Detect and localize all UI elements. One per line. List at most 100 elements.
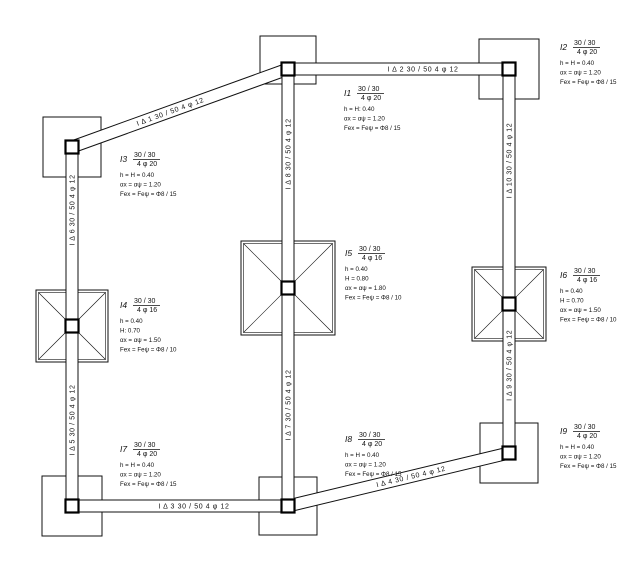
beam-label: Ι Δ 3 30 / 50 4 φ 12 xyxy=(158,503,229,510)
columns xyxy=(64,61,517,514)
column-bars: 4 φ 16 xyxy=(577,277,597,284)
beam-body xyxy=(282,69,294,288)
beam-label: Ι Δ 6 30 / 50 4 φ 12 xyxy=(69,174,76,245)
column-spec-line: αx = αψ = 1.20 xyxy=(120,182,161,189)
column-spec-line: h = 0.40 xyxy=(120,318,143,325)
column-mark: I6 xyxy=(560,270,567,280)
beam-ld3 xyxy=(72,499,288,513)
column-I1 xyxy=(280,61,296,77)
column-spec-line: H: 0.70 xyxy=(120,328,141,335)
beam-body xyxy=(286,447,511,512)
beam-label: Ι Δ 5 30 / 50 4 φ 12 xyxy=(69,385,76,456)
column-I3 xyxy=(64,139,80,155)
beam-ld10 xyxy=(502,69,516,304)
column-I4 xyxy=(64,318,80,334)
beam-label: Ι Δ 1 30 / 50 4 φ 12 xyxy=(136,97,205,128)
column-spec-line: Fex = Feψ = Φ8 / 15 xyxy=(120,191,177,198)
column-spec-line: αx = αψ = 1.50 xyxy=(120,337,161,344)
column-spec-line: Fex = Feψ = Φ8 / 15 xyxy=(344,125,401,132)
column-spec-line: αx = αψ = 1.20 xyxy=(560,454,601,461)
beam-edge xyxy=(69,62,287,142)
column-spec-line: αx = αψ = 1.20 xyxy=(560,70,601,77)
beam-ld8 xyxy=(281,69,295,288)
beam-label: Ι Δ 9 30 / 50 4 φ 12 xyxy=(506,330,513,401)
beam-label: Ι Δ 8 30 / 50 4 φ 12 xyxy=(285,118,292,189)
beam-ld7 xyxy=(281,288,295,506)
beam-ld9 xyxy=(502,304,516,453)
beam-body xyxy=(66,326,78,506)
column-spec-line: h = 0.40 xyxy=(560,288,583,295)
beam-ld6 xyxy=(65,147,79,326)
column-spec-line: Fex = Feψ = Φ8 / 15 xyxy=(560,79,617,86)
column-spec-line: αx = αψ = 1.20 xyxy=(345,462,386,469)
beam-label: Ι Δ 2 30 / 50 4 φ 12 xyxy=(387,66,458,73)
column-mark: I7 xyxy=(120,444,127,454)
column-bars: 4 φ 20 xyxy=(361,95,381,102)
column-spec-line: H = 0.80 xyxy=(345,276,369,283)
beam-ld1 xyxy=(69,62,291,154)
beam-body xyxy=(282,288,294,506)
column-spec-line: αx = αψ = 1.50 xyxy=(560,307,601,314)
column-spec-line: αx = αψ = 1.80 xyxy=(345,285,386,292)
column-mark: I1 xyxy=(344,88,351,98)
column-I5 xyxy=(280,280,296,296)
column-spec-line: h = H = 0.40 xyxy=(345,452,380,459)
column-mark: I2 xyxy=(560,42,567,52)
column-annotation-I5: I5 30 / 30 4 φ 16 h = 0.40 H = 0.80 αx = αψ =… xyxy=(345,246,402,302)
beam-body xyxy=(288,63,509,75)
column-I2 xyxy=(501,61,517,77)
column-spec-line: Fex = Feψ = Φ8 / 10 xyxy=(120,347,177,354)
column-I8 xyxy=(280,498,296,514)
column-I9 xyxy=(501,445,517,461)
column-mark: I8 xyxy=(345,434,352,444)
column-bars: 4 φ 16 xyxy=(362,255,382,262)
beam-ld2 xyxy=(288,62,509,76)
column-bars: 4 φ 16 xyxy=(137,307,157,314)
column-annotation-I2: I2 30 / 30 4 φ 20 h = H = 0.40 αx = αψ = 1.2… xyxy=(560,40,617,86)
column-section: 30 / 30 xyxy=(358,86,380,93)
column-bars: 4 φ 20 xyxy=(577,433,597,440)
column-I7 xyxy=(64,498,80,514)
beam-edge xyxy=(289,458,511,513)
column-spec-line: h = H: 0.40 xyxy=(344,106,375,113)
column-section: 30 / 30 xyxy=(134,152,156,159)
beam-label: Ι Δ 10 30 / 50 4 φ 12 xyxy=(506,123,513,199)
column-spec-line: Fex = Feψ = Φ8 / 15 xyxy=(560,463,617,470)
column-spec-line: Fex = Feψ = Φ8 / 15 xyxy=(345,471,402,478)
column-spec-line: h = H = 0.40 xyxy=(120,462,155,469)
beam-label: Ι Δ 7 30 / 50 4 φ 12 xyxy=(285,370,292,441)
column-mark: I3 xyxy=(120,154,127,164)
beam-body xyxy=(69,63,291,153)
column-section: 30 / 30 xyxy=(359,246,381,253)
beam-edge xyxy=(286,446,508,501)
column-spec-line: Fex = Feψ = Φ8 / 10 xyxy=(345,295,402,302)
column-spec-line: Fex = Feψ = Φ8 / 15 xyxy=(120,481,177,488)
column-section: 30 / 30 xyxy=(574,424,596,431)
column-spec-line: h = H = 0.40 xyxy=(560,60,595,67)
beam-body xyxy=(503,304,515,453)
beam-edge xyxy=(73,74,291,154)
annotations: Ι Δ 1 30 / 50 4 φ 12 Ι Δ 2 30 / 50 4 φ 12… xyxy=(69,40,617,510)
column-mark: I4 xyxy=(120,300,127,310)
column-bars: 4 φ 20 xyxy=(137,451,157,458)
column-bars: 4 φ 20 xyxy=(137,161,157,168)
column-section: 30 / 30 xyxy=(574,40,596,47)
column-annotation-I9: I9 30 / 30 4 φ 20 h = H = 0.40 αx = αψ = 1.2… xyxy=(560,424,617,470)
column-section: 30 / 30 xyxy=(134,442,156,449)
beam-ld4 xyxy=(286,446,511,513)
column-spec-line: h = 0.40 xyxy=(345,266,368,273)
column-spec-line: Fex = Feψ = Φ8 / 10 xyxy=(560,317,617,324)
column-spec-line: H = 0.70 xyxy=(560,298,584,305)
tie-beams xyxy=(65,62,516,513)
column-bars: 4 φ 20 xyxy=(577,49,597,56)
column-spec-line: h = H = 0.40 xyxy=(560,444,595,451)
column-mark: I9 xyxy=(560,426,567,436)
beam-body xyxy=(503,69,515,304)
column-mark: I5 xyxy=(345,248,352,258)
